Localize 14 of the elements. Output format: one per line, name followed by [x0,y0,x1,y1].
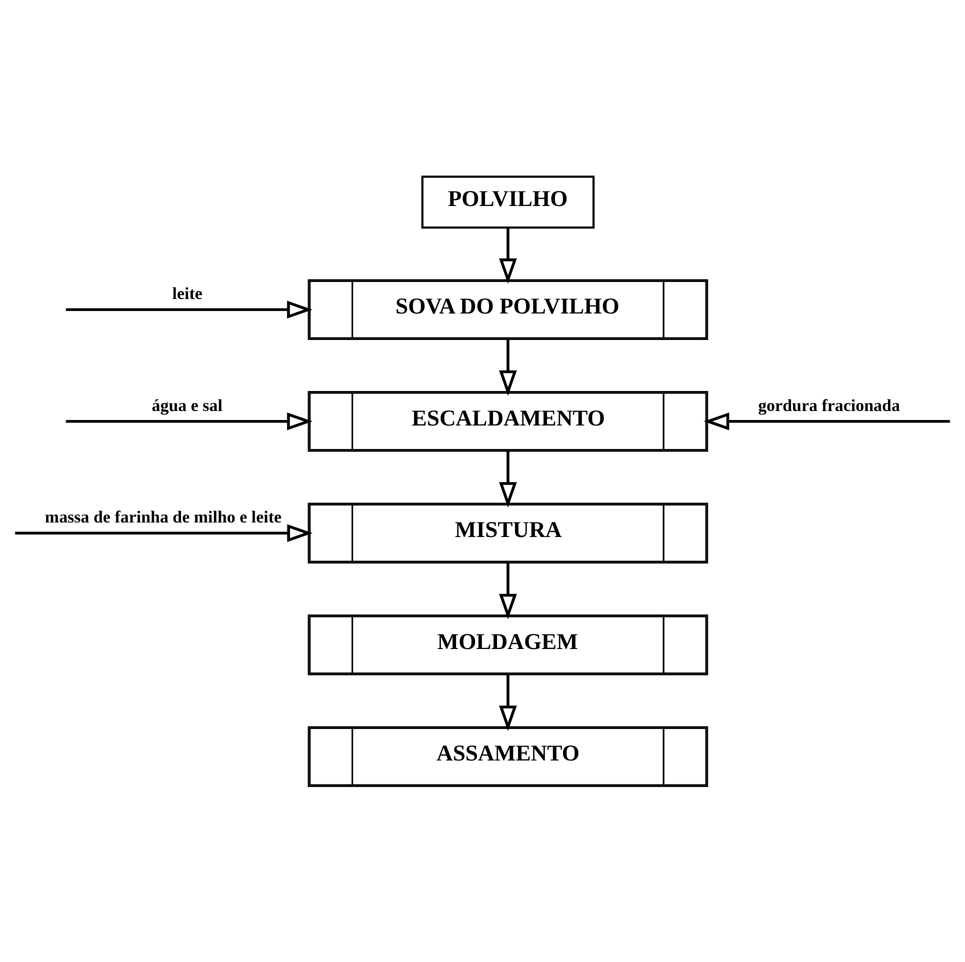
arrow [704,412,950,430]
arrow [499,339,517,396]
arrow [499,674,517,731]
arrow [15,524,313,542]
node-box: POLVILHO [421,175,595,228]
edge-label: leite [172,284,202,303]
arrow [499,227,517,284]
edge-label: gordura fracionada [758,395,900,414]
edge-label: massa de farinha de milho e leite [44,507,282,526]
arrow [499,562,517,619]
arrow [66,412,313,430]
arrow [66,300,313,318]
edge-label: água e sal [152,395,222,414]
arrow [499,450,517,508]
